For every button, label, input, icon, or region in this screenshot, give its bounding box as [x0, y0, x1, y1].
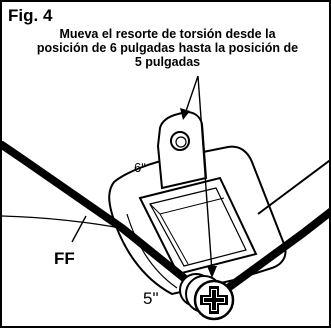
- spring-wire-right: [224, 208, 329, 292]
- arrow-to-tab-head: [180, 108, 190, 120]
- caption-line-2: posición de 6 pulgadas hasta la posición…: [36, 41, 299, 55]
- spring-slot-outer: [138, 176, 258, 276]
- arrow-to-tab: [184, 75, 199, 115]
- tab-bolt-hole-inner: [175, 136, 187, 148]
- ff-leader-line: [71, 215, 87, 243]
- spring-wire-upper-right: [257, 159, 329, 215]
- ff-label: FF: [54, 249, 75, 268]
- caption-line-1: Mueva el resorte de torsión desde la: [59, 27, 276, 41]
- position-6-label: 6ʺ: [134, 160, 146, 175]
- slot-wall-shading: [149, 197, 225, 265]
- phillips-cross-center: [204, 290, 224, 310]
- spring-wire-left: [2, 141, 188, 282]
- arrow-to-5-position: [197, 75, 213, 273]
- arrow-to-5-position-head: [207, 266, 217, 278]
- spring-slot-inner: [149, 187, 247, 267]
- instruction-caption: Mueva el resorte de torsión desde la pos…: [2, 27, 329, 69]
- position-5-label: 5ʺ: [143, 289, 159, 308]
- bracket-edge-shading: [126, 213, 178, 289]
- figure-number: Fig. 4: [8, 6, 53, 25]
- caption-line-3: 5 pulgadas: [134, 55, 201, 69]
